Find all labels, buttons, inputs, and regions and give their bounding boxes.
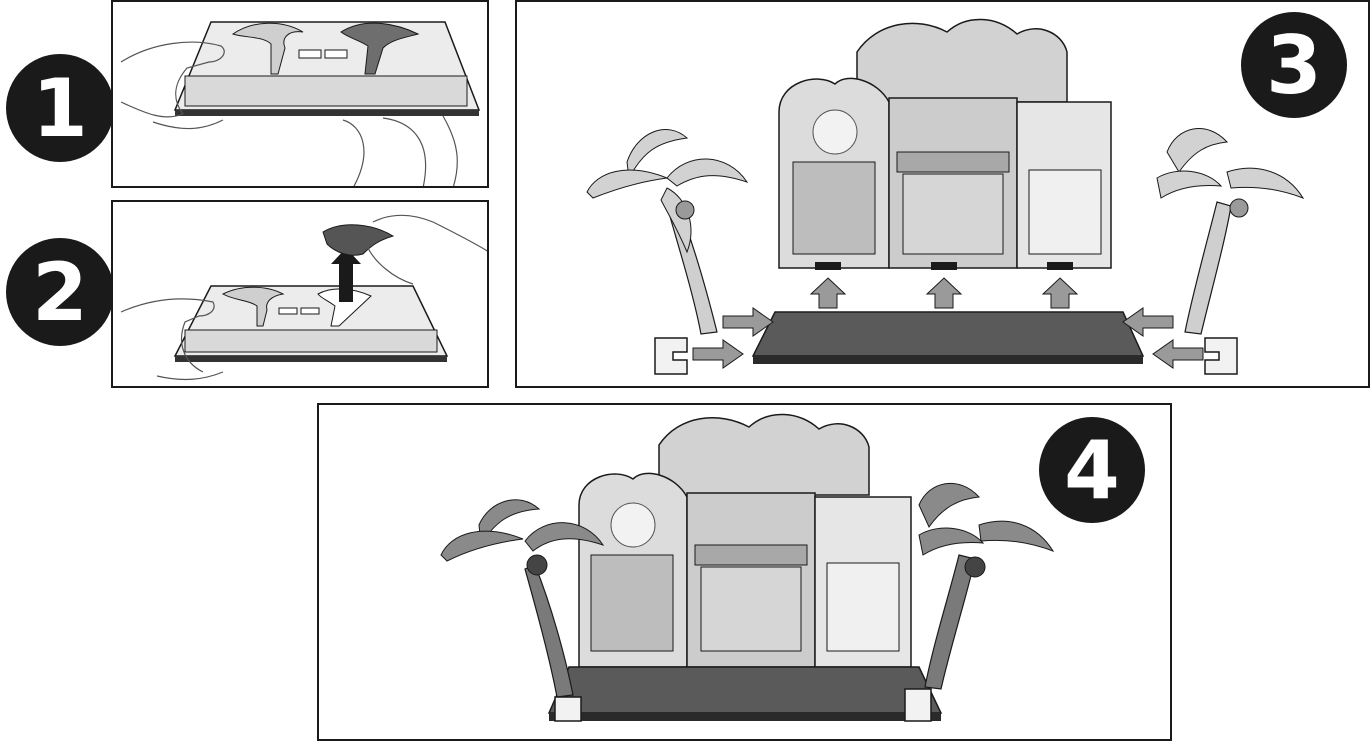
step-1-panel	[111, 0, 489, 188]
step-1-illustration	[113, 2, 489, 188]
clip-icon	[655, 338, 687, 374]
palm-tree-icon	[905, 483, 1053, 721]
step-3-panel: 3	[515, 0, 1370, 388]
step-2-illustration	[113, 202, 489, 388]
hand-icon	[343, 116, 457, 188]
step-badge-2: 2	[4, 236, 116, 348]
step-4-panel: 4	[317, 403, 1172, 741]
step-number-4: 4	[1064, 424, 1120, 517]
step-number-1: 1	[32, 62, 88, 155]
base-icon	[753, 312, 1143, 364]
step-number-3: 3	[1266, 19, 1322, 112]
step-badge-1: 1	[4, 52, 116, 164]
palm-tree-icon	[1157, 129, 1303, 334]
step-2-panel	[111, 200, 489, 388]
shop-stand-icon	[779, 19, 1111, 270]
arrow-up-icon	[811, 278, 1077, 308]
step-number-2: 2	[32, 246, 88, 339]
shop-stand-icon	[579, 414, 911, 667]
palm-tree-icon	[587, 130, 747, 334]
clip-icon	[1205, 338, 1237, 374]
